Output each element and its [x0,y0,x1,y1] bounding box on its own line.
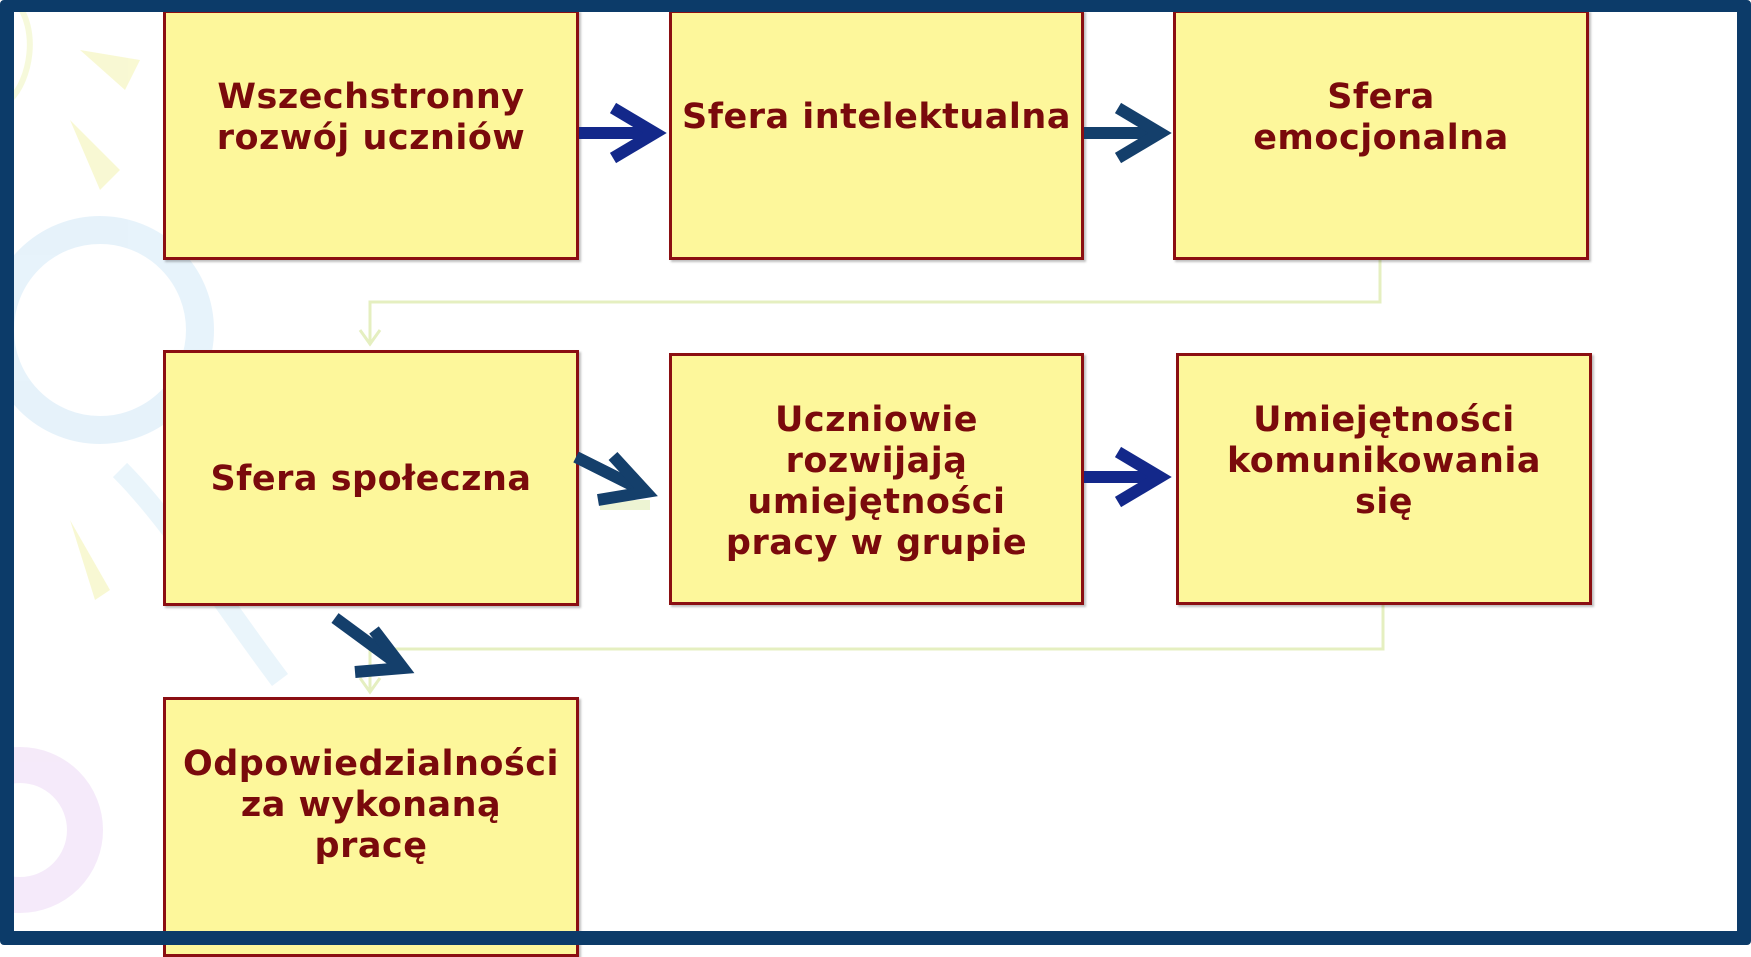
connector-emocjonalna-to-spoleczna [368,259,1382,344]
box-spoleczna: Sfera społeczna [163,350,579,606]
box-label: Uczniowie rozwijają umiejętności pracy w… [725,400,1028,563]
box-label: Sfera emocjonalna [1253,77,1509,158]
arrow-down-right-icon [331,613,415,678]
arrow-down-right-icon [573,451,658,506]
arrow-right-icon [1084,102,1172,164]
box-intelektualna: Sfera intelektualna [669,10,1084,260]
box-label: Sfera społeczna [210,459,532,499]
box-rozwoj: Wszechstronny rozwój uczniów [163,10,579,260]
box-praca-w-grupie: Uczniowie rozwijają umiejętności pracy w… [669,353,1084,605]
box-komunikowanie: Umiejętności komunikowania się [1176,353,1592,605]
box-label: Wszechstronny rozwój uczniów [216,77,526,158]
box-label: Sfera intelektualna [682,97,1071,137]
box-label: Odpowiedzialności za wykonaną pracę [182,744,560,866]
arrow-right-icon [1084,446,1172,508]
box-odpowiedzialnosc: Odpowiedzialności za wykonaną pracę [163,697,579,957]
box-emocjonalna: Sfera emocjonalna [1173,10,1589,260]
box-label: Umiejętności komunikowania się [1226,400,1542,522]
connector-arrowhead [358,329,382,347]
connector-arrowhead [358,677,382,695]
arrow-right-icon [579,102,667,164]
